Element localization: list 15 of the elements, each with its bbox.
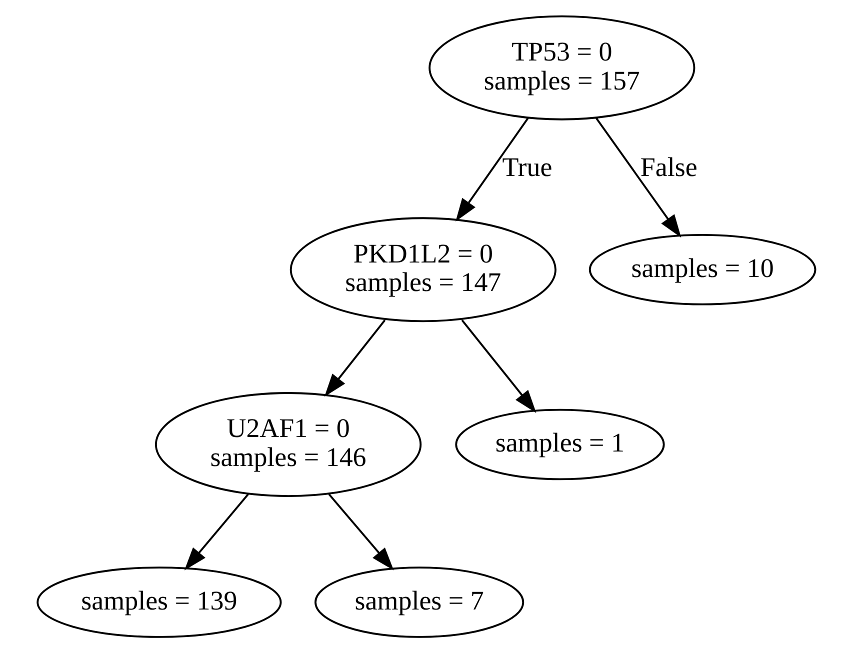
node-ellipse: samples = 139 bbox=[36, 566, 282, 638]
arrow bbox=[455, 118, 528, 222]
edge-label: False bbox=[640, 152, 697, 182]
arrow bbox=[324, 320, 386, 397]
arrow bbox=[184, 494, 248, 570]
arrow bbox=[595, 118, 681, 238]
arrow bbox=[328, 494, 394, 570]
node-ellipse: U2AF1 = 0 samples = 146 bbox=[154, 392, 422, 497]
node-ellipse: samples = 1 bbox=[454, 408, 664, 480]
edge-label: True bbox=[502, 152, 552, 182]
node-ellipse: samples = 10 bbox=[588, 234, 816, 306]
arrow bbox=[460, 320, 536, 413]
node-ellipse: PKD1L2 = 0 samples = 147 bbox=[289, 217, 556, 322]
node-ellipse: TP53 = 0 samples = 157 bbox=[428, 15, 695, 120]
node-ellipse: samples = 7 bbox=[314, 566, 524, 638]
